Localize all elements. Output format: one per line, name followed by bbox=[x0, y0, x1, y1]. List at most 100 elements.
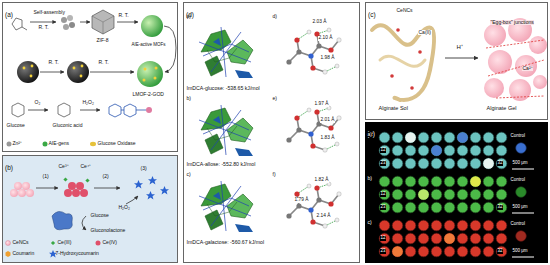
mof-god-sphere bbox=[67, 61, 89, 83]
reaction-arrow bbox=[126, 196, 138, 204]
oxidised-cluster bbox=[72, 189, 80, 197]
well-array bbox=[405, 132, 416, 143]
legend-text: Glucose Oxidase bbox=[98, 140, 136, 146]
figure-label: 500 μm bbox=[512, 205, 528, 210]
well-array bbox=[392, 246, 403, 257]
figure-label: ZIF-8 bbox=[96, 38, 109, 43]
alginate-chain bbox=[418, 50, 422, 54]
electrostatic-map bbox=[199, 181, 253, 232]
lmof-god-sphere bbox=[137, 61, 163, 87]
figure-label: (2) bbox=[102, 174, 109, 179]
ligand-molecule bbox=[22, 27, 27, 30]
mof-god-sphere bbox=[73, 67, 76, 70]
alginate-gel bbox=[484, 24, 506, 46]
alginate-gel bbox=[509, 79, 531, 101]
zinc-cluster bbox=[63, 24, 69, 30]
oxidised-cluster bbox=[63, 177, 89, 197]
reaction-arrow bbox=[82, 216, 86, 230]
zinc-cluster bbox=[69, 22, 75, 28]
well-array bbox=[470, 176, 481, 187]
aie-molecule bbox=[109, 104, 152, 117]
reaction-arrow bbox=[36, 188, 58, 189]
legend-entry: Coumarin bbox=[12, 251, 35, 256]
figure-panel: (b) bbox=[2, 155, 178, 263]
oxidised-cluster bbox=[63, 177, 67, 181]
glucose-oxidase bbox=[52, 211, 72, 229]
figure-label: 500 μm bbox=[512, 161, 528, 166]
control-well bbox=[516, 143, 527, 242]
lmof-god-sphere bbox=[144, 68, 147, 71]
reaction-arrow bbox=[94, 188, 120, 189]
oxidised-cluster bbox=[80, 189, 88, 197]
figure-label: Ca²⁺ bbox=[522, 66, 533, 71]
alginate-gel bbox=[515, 55, 537, 77]
zinc-cluster bbox=[61, 17, 67, 23]
figure-label: b) bbox=[367, 176, 372, 181]
figure-label: ImDCA-galactose: -560.67 kJ/mol bbox=[186, 240, 265, 245]
cerium-nanocluster bbox=[14, 182, 22, 190]
figure-label: c) bbox=[186, 172, 191, 177]
mof-god-sphere bbox=[81, 65, 84, 68]
ball-stick-model bbox=[286, 28, 341, 228]
zif8-crystal bbox=[92, 16, 114, 34]
figure-label: ImDCA-allose: -552.80 kJ/mol bbox=[186, 162, 256, 167]
ball-stick-model bbox=[286, 106, 341, 152]
well-array bbox=[378, 175, 508, 214]
figure-label: H₂O₂ bbox=[82, 100, 94, 105]
legend-entry: Ce(IV) bbox=[102, 240, 117, 245]
legend-entry: CeNCs bbox=[12, 240, 29, 245]
legend-entry: Ce(III) bbox=[57, 240, 72, 245]
reaction-arrow bbox=[90, 72, 134, 73]
figure-label: CeNCs bbox=[396, 8, 413, 13]
panel-background bbox=[2, 155, 178, 263]
ligand-molecule bbox=[12, 18, 27, 30]
figure-label: "Egg-box" junctions bbox=[490, 20, 534, 25]
legend-marker bbox=[6, 251, 11, 257]
figure-label: 12 bbox=[380, 236, 386, 241]
aie-mof-sphere bbox=[141, 15, 163, 37]
figure-panel: (d) bbox=[183, 2, 360, 263]
figure-label: Ca(II) bbox=[418, 30, 432, 35]
aie-molecule bbox=[146, 107, 152, 113]
legend-text: Coumarin bbox=[13, 250, 35, 256]
electrostatic-map bbox=[199, 105, 253, 156]
alginate-gel bbox=[484, 78, 504, 98]
reaction-arrow bbox=[28, 110, 48, 111]
alginate-chain bbox=[372, 25, 434, 100]
reaction-arrow bbox=[36, 188, 138, 230]
figure-panel: (a) bbox=[2, 2, 178, 152]
legend-text: CeNCs bbox=[13, 239, 29, 245]
alginate-chain bbox=[396, 28, 400, 32]
mof-god-sphere bbox=[31, 65, 34, 68]
lmof-god-sphere bbox=[143, 79, 146, 82]
panel-letter: (a) bbox=[3, 11, 15, 20]
legend-text: AIE-gens bbox=[49, 140, 70, 146]
figure-label: ImDCA-glucose: -538.65 kJ/mol bbox=[186, 86, 260, 91]
legend-marker bbox=[43, 142, 48, 147]
mof-god-sphere bbox=[80, 75, 83, 78]
ball-stick-model bbox=[286, 28, 341, 74]
reaction-arrow bbox=[445, 58, 478, 59]
photo-background bbox=[365, 122, 548, 263]
figure-label: Gluconic acid bbox=[52, 123, 83, 128]
figure-label: 23 bbox=[380, 249, 386, 254]
figure-label: 500 μm bbox=[512, 249, 528, 254]
figure-label: b) bbox=[186, 96, 191, 101]
figure-label: Control bbox=[510, 222, 526, 227]
glucose-structure bbox=[12, 103, 70, 117]
figure-label: a) bbox=[186, 14, 191, 19]
figure-label: e) bbox=[272, 96, 277, 101]
oxidised-cluster bbox=[68, 182, 76, 190]
legend-text: Ce(IV) bbox=[103, 239, 117, 245]
panel-letter: (b) bbox=[3, 164, 15, 173]
mof-god-sphere bbox=[30, 75, 33, 78]
oxidised-cluster bbox=[64, 189, 72, 197]
zinc-cluster bbox=[61, 15, 75, 30]
figure-label: Self-assembly bbox=[33, 10, 65, 15]
alginate-gel bbox=[529, 36, 547, 54]
mof-god-sphere bbox=[17, 61, 39, 83]
figure-label: Ce⁴⁺ bbox=[80, 164, 92, 169]
figure-label: LMOF-2-GOD bbox=[132, 92, 164, 97]
reaction-arrow bbox=[80, 110, 100, 111]
zif8-crystal bbox=[92, 10, 114, 34]
